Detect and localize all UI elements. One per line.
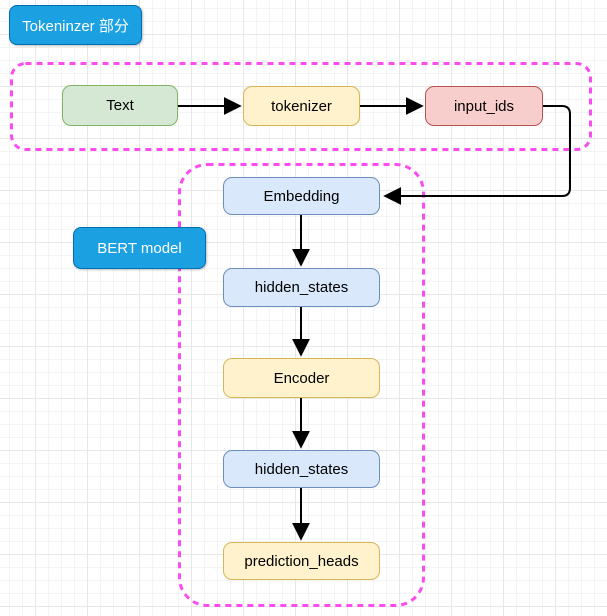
node-input-ids[interactable]: input_ids <box>425 86 543 126</box>
node-prediction-heads[interactable]: prediction_heads <box>223 542 380 580</box>
node-tokenizer[interactable]: tokenizer <box>243 86 360 126</box>
node-encoder[interactable]: Encoder <box>223 358 380 398</box>
bert-group-outline[interactable] <box>178 163 425 607</box>
tokenizer-group-outline[interactable] <box>10 62 592 151</box>
node-hidden-states-1[interactable]: hidden_states <box>223 268 380 307</box>
edge-input-ids-to-embedding[interactable] <box>383 105 571 205</box>
section-label-tokenizer[interactable]: Tokeninzer 部分 <box>9 5 142 45</box>
node-hidden-states-2[interactable]: hidden_states <box>223 450 380 488</box>
node-embedding[interactable]: Embedding <box>223 177 380 215</box>
section-label-bert[interactable]: BERT model <box>73 227 206 269</box>
node-text[interactable]: Text <box>62 85 178 126</box>
